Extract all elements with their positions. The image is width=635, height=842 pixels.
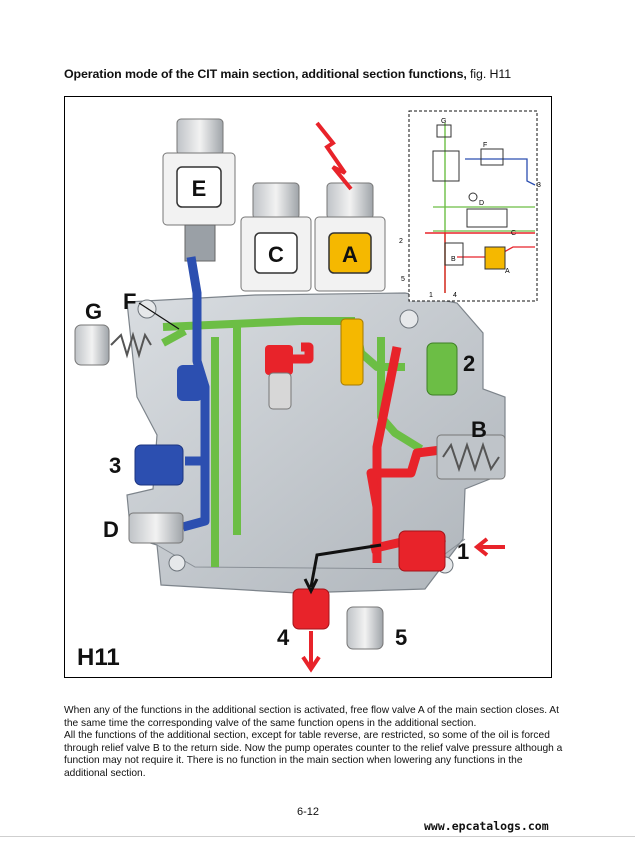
port-3-label: 3 — [109, 453, 121, 478]
schematic-label-1: 1 — [429, 292, 433, 299]
port-2-label: 2 — [463, 351, 475, 376]
schematic-label-d: D — [479, 200, 484, 207]
port-d-fitting — [128, 512, 184, 544]
return-spool — [177, 365, 203, 401]
pressure-valve-mid — [265, 345, 293, 375]
paragraph-2: All the functions of the additional sect… — [64, 730, 563, 779]
schematic-label-b: B — [451, 256, 456, 263]
port-d-label: D — [103, 517, 119, 542]
hydraulic-schematic: G F D B A C 3 2 5 1 4 — [399, 110, 541, 302]
port-4-label: 4 — [277, 625, 290, 650]
port-2-fitting — [426, 342, 458, 396]
port-1-label: 1 — [457, 539, 469, 564]
port-g-fitting — [74, 324, 110, 366]
heading-title: Operation mode of the CIT main section, … — [64, 67, 467, 81]
port-4-fitting — [292, 588, 330, 630]
port-g-spring — [110, 331, 152, 359]
solenoid-e-knob — [176, 118, 224, 156]
valve-a-label: A — [342, 242, 358, 267]
valve-c-spool — [268, 372, 292, 410]
flow-path-arrow-icon — [303, 543, 382, 595]
port-5-fitting — [346, 606, 384, 650]
port-g-label: G — [85, 299, 102, 324]
port-1-fitting — [398, 530, 446, 572]
schematic-label-2: 2 — [399, 238, 403, 245]
port-f-label: F — [123, 289, 136, 314]
solenoid-c-knob — [252, 182, 300, 220]
figure-heading: Operation mode of the CIT main section, … — [64, 67, 584, 81]
lightning-icon — [315, 121, 353, 191]
heading-fig-ref: fig. H11 — [466, 67, 512, 81]
port-3-fitting — [134, 444, 184, 486]
schematic-label-c: C — [511, 230, 516, 237]
figure-id-label: H11 — [77, 644, 120, 671]
schematic-label-f: F — [483, 142, 487, 149]
paragraph-1: When any of the functions in the additio… — [64, 705, 559, 729]
schematic-label-4: 4 — [453, 292, 457, 299]
schematic-label-3: 3 — [537, 182, 541, 189]
port-f-leader — [138, 302, 180, 330]
valve-a-label-box — [328, 232, 372, 274]
valve-e-label: E — [192, 176, 207, 201]
port-5-label: 5 — [395, 625, 407, 650]
schematic-label-5: 5 — [401, 276, 405, 283]
valve-e-label-box — [176, 166, 222, 208]
flow-arrow-out-icon — [301, 631, 321, 673]
figure-h11: E C A — [64, 96, 552, 678]
valve-c-label: C — [268, 242, 284, 267]
valve-a-spool — [340, 318, 364, 386]
watermark: www.epcatalogs.com — [424, 819, 549, 833]
port-b-label: B — [471, 417, 487, 442]
page-number: 6-12 — [297, 806, 320, 818]
valve-c-label-box — [254, 232, 298, 274]
valve-illustration: E C A — [74, 110, 541, 673]
flow-arrow-in-icon — [473, 537, 505, 557]
bottom-rule — [0, 836, 635, 837]
description: When any of the functions in the additio… — [64, 705, 564, 781]
relief-valve-b-spring — [442, 441, 500, 473]
schematic-label-g: G — [441, 118, 446, 125]
pilot-channels — [161, 317, 424, 567]
schematic-label-a: A — [505, 268, 510, 275]
solenoid-e-stem — [184, 224, 216, 262]
